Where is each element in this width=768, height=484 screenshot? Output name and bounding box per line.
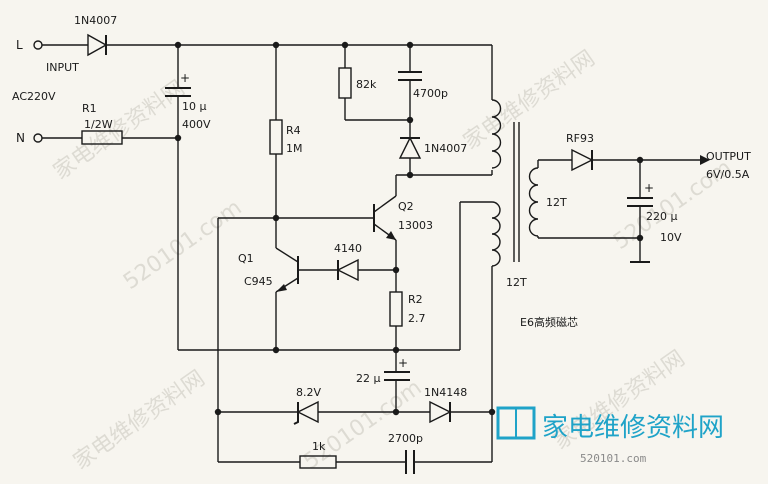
site-logo: 家电维修资料网 520101.com — [496, 406, 724, 465]
zener-8v2 — [293, 400, 319, 425]
label-feedback-turns: 12T — [506, 276, 527, 289]
capacitor-2700p — [405, 450, 415, 474]
svg-text:+: + — [644, 181, 654, 195]
label-1k: 1k — [312, 440, 326, 453]
label-rf93: RF93 — [566, 132, 594, 145]
feedback-winding — [491, 201, 501, 267]
label-q2: Q2 — [398, 200, 414, 213]
n-terminal — [33, 133, 43, 143]
label-82k: 82k — [356, 78, 377, 91]
l-terminal — [33, 40, 43, 50]
label-22u: 22 µ — [356, 372, 381, 385]
label-output-cap-voltage: 10V — [660, 231, 682, 244]
logo-text: 家电维修资料网 — [542, 413, 724, 443]
label-zener: 8.2V — [296, 386, 321, 399]
label-r4: R4 — [286, 124, 301, 137]
svg-text:+: + — [398, 356, 408, 370]
label-r4-value: 1M — [286, 142, 303, 155]
label-l-terminal: L — [16, 38, 23, 52]
label-q1-part: C945 — [244, 275, 273, 288]
label-bulk-cap-value: 10 µ — [182, 100, 207, 113]
logo-url: 520101.com — [580, 452, 647, 465]
label-4140: 4140 — [334, 242, 362, 255]
capacitor-22u: + — [384, 356, 410, 381]
label-bulk-cap-voltage: 400V — [182, 118, 211, 131]
svg-text:+: + — [180, 71, 190, 85]
watermark-text-4: 家电维修资料网 — [69, 366, 210, 475]
label-output-cap-value: 220 µ — [646, 210, 678, 223]
output-diode — [571, 148, 594, 172]
junction-dots — [174, 41, 644, 416]
resistor-r4 — [269, 119, 283, 155]
resistor-r2 — [389, 291, 403, 327]
diode-1n4148 — [429, 400, 452, 424]
label-ac220v: AC220V — [12, 90, 56, 103]
primary-winding — [491, 99, 502, 169]
label-core: E6高频磁芯 — [520, 315, 578, 329]
label-secondary-turns: 12T — [546, 196, 567, 209]
label-n-terminal: N — [16, 131, 25, 145]
label-2700p: 2700p — [388, 432, 423, 445]
snubber-diode — [398, 136, 422, 159]
label-1n4148: 1N4148 — [424, 386, 467, 399]
diode-4140 — [336, 258, 359, 282]
transistor-q2 — [373, 175, 397, 241]
label-r1: R1 — [82, 102, 97, 115]
label-snubber-diode: 1N4007 — [424, 142, 467, 155]
label-4700p: 4700p — [413, 87, 448, 100]
label-r2: R2 — [408, 293, 423, 306]
label-output: OUTPUT — [706, 150, 751, 163]
input-diode — [87, 33, 108, 57]
secondary-winding — [528, 167, 539, 237]
label-q2-part: 13003 — [398, 219, 433, 232]
label-r1-value: 1/2W — [84, 118, 113, 131]
label-input-diode: 1N4007 — [74, 14, 117, 27]
transistor-q1 — [275, 247, 299, 293]
label-r2-value: 2.7 — [408, 312, 426, 325]
resistor-82k — [338, 67, 352, 99]
label-input: INPUT — [46, 61, 79, 74]
capacitor-4700p — [398, 71, 422, 81]
output-arrow — [700, 155, 710, 165]
label-q1: Q1 — [238, 252, 254, 265]
watermark: 家电维修资料网 520101.com 家电维修资料网 520101.com 家电… — [49, 46, 736, 475]
label-output-spec: 6V/0.5A — [706, 168, 750, 181]
watermark-url-1: 520101.com — [119, 195, 246, 295]
